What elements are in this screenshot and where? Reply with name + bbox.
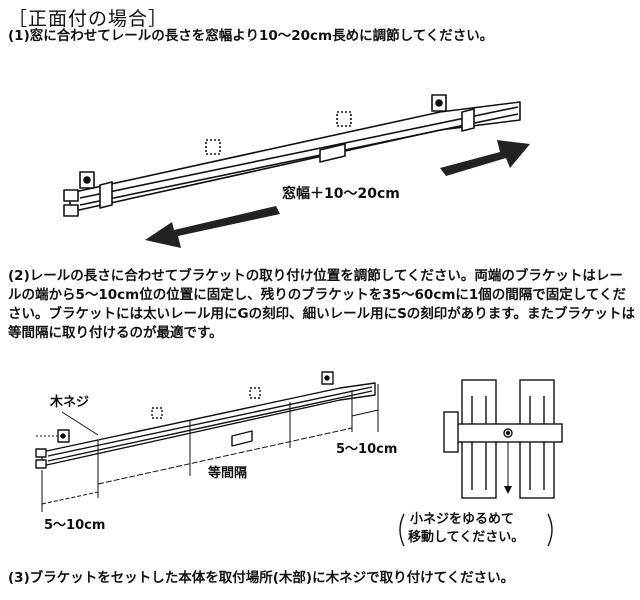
detail-screw-head (505, 430, 511, 436)
detail-bracket (445, 423, 563, 443)
rail-body-2 (41, 382, 376, 467)
left-margin-label: 5～10cm (44, 518, 106, 533)
rail-end-cap-left-upper (63, 189, 79, 202)
rail-joint (319, 143, 346, 163)
step-1-text: (1)窓に合わせてレールの長さを窓幅より10～20cm長めに調節してください。 (8, 28, 494, 44)
screw-label-leader (61, 411, 99, 436)
bracket-2-right-hole (324, 375, 330, 381)
arrow-right-icon (440, 140, 530, 176)
detail-note-bracket-right (547, 513, 553, 547)
rail-band-right (461, 108, 475, 132)
bracket-left-hole (83, 176, 91, 184)
bracket-left (79, 171, 95, 189)
window-width-label: 窓幅＋10～20cm (282, 186, 400, 202)
bracket-2-middle-1 (151, 407, 163, 419)
rail-band-left (99, 181, 113, 209)
rail-end-cap-left-lower (63, 204, 79, 217)
rail-2-end-cap-upper (35, 448, 47, 458)
equal-spacing-label: 等間隔 (208, 466, 248, 481)
detail-note-line1: 小ネジをゆるめて (410, 512, 515, 527)
bracket-right (431, 94, 447, 112)
rail-2-groove-bottom (47, 390, 373, 462)
detail-note-bracket-left (399, 513, 405, 547)
wood-screw-label: 木ネジ (50, 395, 90, 410)
rail-2-groove-top (47, 386, 373, 457)
step-3-text: (3)ブラケットをセットした本体を取付場所(木部)に木ネジで取り付けてください。 (8, 570, 515, 586)
bracket-right-hole (435, 99, 443, 107)
page-title: ［正面付の場合］ (8, 8, 169, 30)
left-margin-dimension (41, 491, 99, 505)
detail-rail-left (461, 379, 497, 499)
bracket-middle-1 (205, 139, 221, 155)
bracket-2-right (321, 371, 334, 385)
rail-2-end-cap-lower (35, 459, 47, 469)
detail-bracket-plate (443, 411, 459, 453)
bracket-2-middle-2 (249, 387, 261, 399)
bracket-2-left-hole (60, 433, 66, 439)
bracket-2-left (57, 429, 70, 443)
right-margin-dimension (351, 409, 379, 417)
rail-2-joint (231, 430, 253, 447)
right-margin-label: 5～10cm (336, 442, 398, 457)
detail-screw-icon (503, 428, 513, 438)
detail-note-line2: 移動してください。 (408, 530, 525, 545)
step-2-text: (2)レールの長さに合わせてブラケットの取り付け位置を調節してください。両端のブ… (8, 268, 635, 341)
detail-rail-right (519, 379, 555, 499)
bracket-middle-2 (336, 111, 352, 127)
arrow-left-icon (145, 206, 280, 248)
detail-pointer-arrowhead (504, 486, 512, 494)
